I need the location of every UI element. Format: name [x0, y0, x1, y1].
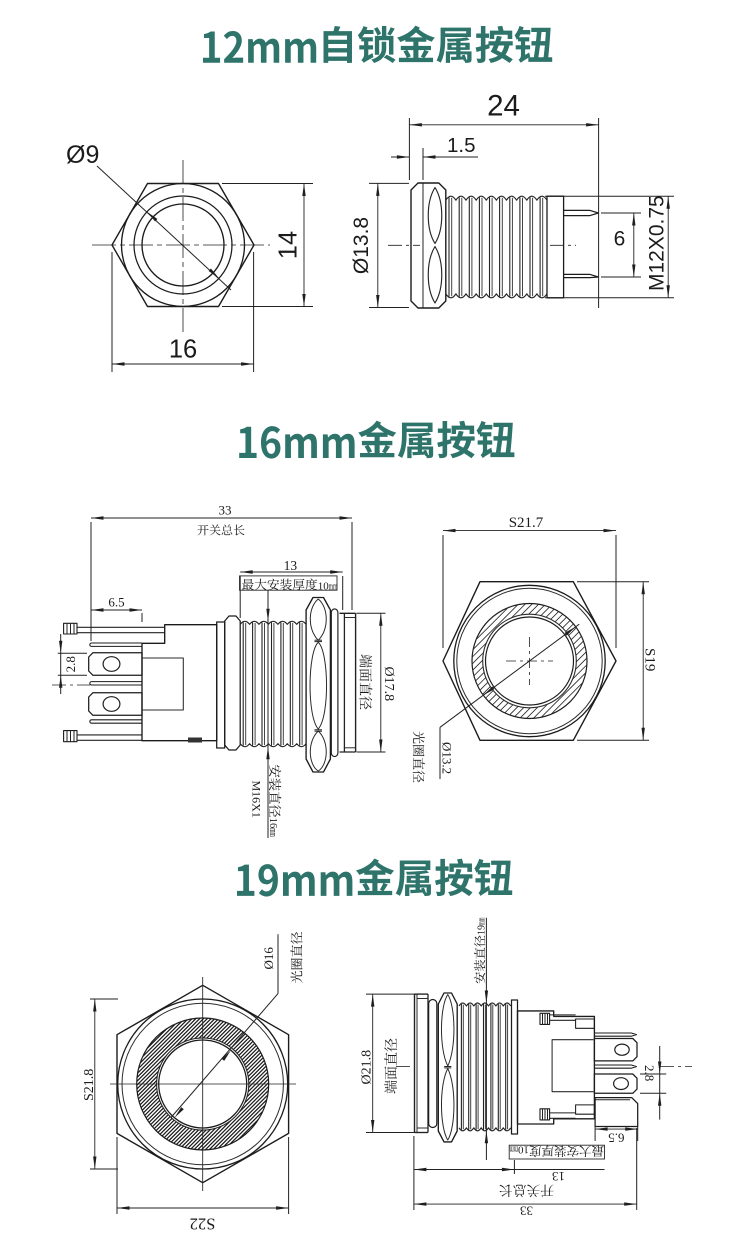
svg-text:1.5: 1.5: [447, 134, 476, 157]
svg-text:S19: S19: [642, 648, 658, 671]
svg-text:mm: mm: [476, 917, 487, 925]
svg-text:Ø13.2: Ø13.2: [440, 742, 455, 774]
svg-text:16: 16: [267, 818, 278, 829]
svg-text:10: 10: [518, 1144, 530, 1156]
svg-text:6.5: 6.5: [608, 1131, 624, 1146]
svg-text:mm: mm: [267, 828, 278, 837]
svg-text:13: 13: [284, 558, 298, 573]
svg-text:Ø9: Ø9: [66, 141, 99, 169]
svg-text:Ø13.8: Ø13.8: [350, 217, 373, 274]
svg-text:16: 16: [169, 336, 197, 364]
svg-text:Ø21.8: Ø21.8: [359, 1050, 374, 1085]
svg-text:S21.8: S21.8: [82, 1069, 97, 1101]
svg-text:mm: mm: [329, 580, 338, 592]
svg-text:2.8: 2.8: [63, 656, 78, 672]
svg-text:S22: S22: [190, 1215, 216, 1234]
svg-text:6: 6: [614, 228, 626, 251]
svg-text:33: 33: [219, 503, 232, 518]
svg-text:10: 10: [318, 580, 330, 592]
svg-text:14: 14: [275, 231, 303, 259]
svg-text:6.5: 6.5: [108, 595, 124, 610]
svg-text:24: 24: [487, 90, 520, 123]
svg-text:S21.7: S21.7: [509, 515, 544, 531]
svg-text:Ø16: Ø16: [261, 947, 276, 970]
svg-text:2.8: 2.8: [642, 1065, 657, 1081]
svg-text:33: 33: [520, 1203, 533, 1218]
svg-text:M16X1: M16X1: [249, 781, 263, 818]
svg-text:13: 13: [552, 1169, 565, 1184]
svg-text:mm: mm: [509, 1144, 518, 1156]
svg-text:M12X0.75: M12X0.75: [646, 195, 669, 291]
svg-text:19: 19: [476, 925, 487, 935]
svg-text:Ø17.8: Ø17.8: [381, 667, 396, 702]
